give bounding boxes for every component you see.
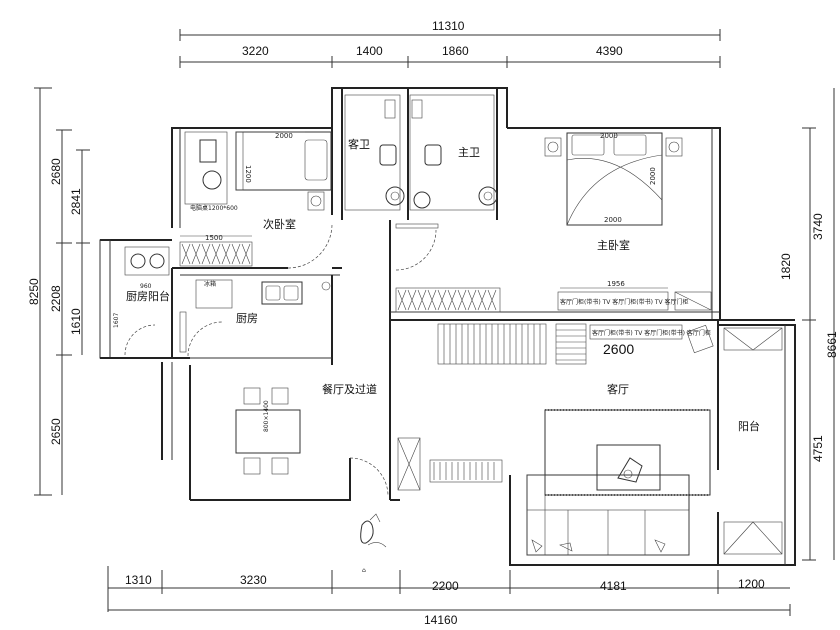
room-guest-bath: 客卫: [348, 137, 370, 151]
dim-bottom-seg-3: 2200: [432, 579, 459, 593]
living-tv-row: 客厅门柜(带书) TV 客厅门柜(带书) 客厅门柜: [592, 329, 711, 337]
master-bathroom: 主卫: [409, 94, 498, 211]
dim-left-inner-2: 1610: [69, 308, 83, 335]
dim-right-seg-3: 4751: [811, 435, 825, 462]
dim-bottom-seg-4: 4181: [600, 579, 627, 593]
dim-bottom-seg-5: 1200: [738, 577, 765, 591]
room-kitchen: 厨房: [236, 312, 258, 325]
right-dimensions: 3740 1820 4751 8661: [779, 88, 839, 561]
dim-bottom-seg-1: 1310: [125, 573, 152, 587]
dim-left-mid-3: 2650: [49, 418, 63, 445]
living-room: 客厅: [397, 382, 711, 556]
room-master-bath: 主卫: [458, 146, 480, 159]
dim-bottom-seg-2: 3230: [240, 573, 267, 587]
room-dining: 餐厅及过道: [322, 382, 377, 396]
master-bed-top: 2000: [600, 132, 618, 140]
dim-right-seg-1: 3740: [811, 213, 825, 240]
fridge-label: 冰箱: [204, 280, 216, 288]
room-balcony: 阳台: [738, 419, 760, 433]
dim-bottom-total: 14160: [424, 613, 458, 627]
master-tv-cabinet-width: 1956: [607, 280, 625, 288]
stair-width: 2600: [603, 341, 634, 357]
dim-left-mid-1: 2680: [49, 158, 63, 185]
dim-left-inner-1: 2841: [69, 188, 83, 215]
kitchen-balcony-depth: 1607: [113, 313, 120, 328]
second-bed-width: 1200: [244, 165, 252, 183]
dim-top-seg-1: 3220: [242, 44, 269, 58]
room-kitchen-balcony: 厨房阳台: [126, 289, 170, 303]
corridor-wardrobe: [395, 223, 501, 313]
dining-area: 800×1400 餐厅及过道: [235, 382, 389, 497]
room-second-bedroom: 次卧室: [263, 217, 296, 231]
dim-top-seg-2: 1400: [356, 44, 383, 58]
dim-top-total: 11310: [432, 19, 465, 33]
entrance-figure: ⌂: [360, 513, 387, 574]
walls: [99, 87, 796, 566]
top-dimensions: 11310 3220 1400 1860 4390: [179, 19, 721, 68]
master-bed-bottom: 2000: [604, 216, 622, 224]
master-bedroom: 2000 2000 2000 1956 客厅门柜(带书) TV 客厅门柜(带书)…: [544, 132, 712, 311]
dim-top-seg-3: 1860: [442, 44, 469, 58]
dim-right-outer: 8661: [825, 331, 839, 358]
room-living: 客厅: [607, 382, 629, 396]
dining-table-size: 800×1400: [263, 400, 270, 432]
left-dimensions: 8250 2680 2208 2650 2841 1610: [27, 87, 90, 496]
dim-left-outer: 8250: [27, 278, 41, 305]
computer-desk-label: 电脑桌1200*600: [190, 204, 238, 212]
kitchen-balcony: 厨房阳台 960 1607: [113, 246, 170, 356]
room-master-bedroom: 主卧室: [597, 238, 630, 252]
dim-left-mid-2: 2208: [49, 285, 63, 312]
bottom-dimensions: 1310 3230 2200 4181 1200 14160: [107, 566, 791, 627]
second-bedroom: 2000 1200 电脑桌1200*600 1500 次卧室: [179, 131, 333, 269]
kitchen-balcony-sub: 960: [140, 283, 152, 290]
balcony: 阳台: [723, 327, 783, 555]
wardrobe-width: 1500: [205, 234, 223, 242]
guest-bathroom: 客卫: [344, 94, 405, 211]
master-tv-row: 客厅门柜(带书) TV 客厅门柜(带书) TV 客厅门柜: [560, 298, 689, 306]
kitchen: 冰箱 厨房: [179, 279, 331, 357]
dim-top-seg-4: 4390: [596, 44, 623, 58]
second-bed-length: 2000: [275, 132, 293, 140]
dim-right-seg-2: 1820: [779, 253, 793, 280]
master-bed-side: 2000: [649, 167, 657, 185]
staircase: 客厅门柜(带书) TV 客厅门柜(带书) 客厅门柜 2600: [437, 323, 714, 365]
entrance-mark: ⌂: [362, 567, 366, 574]
